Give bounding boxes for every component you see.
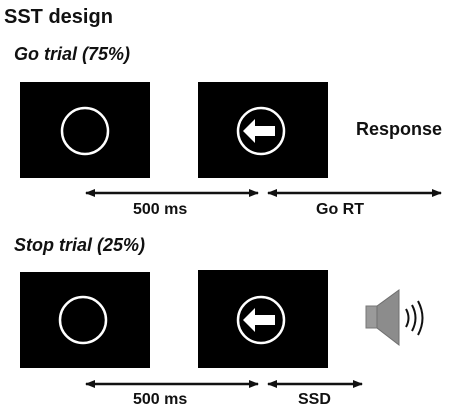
go-arrow-screen — [198, 82, 328, 178]
go-fixation-screen — [20, 82, 150, 178]
stop-trial-label: Stop trial (25%) — [14, 235, 146, 255]
diagram-title: SST design — [4, 6, 113, 28]
fixation-circle-icon — [58, 295, 108, 345]
stop-interval-2-label: SSD — [298, 391, 331, 408]
fixation-circle-icon — [60, 106, 110, 156]
stop-fixation-screen — [20, 272, 150, 368]
stop-interval-1-label: 500 ms — [133, 391, 188, 408]
speaker-sound-icon — [365, 289, 424, 347]
go-interval-1-label: 500 ms — [133, 201, 188, 218]
go-interval-2-label: Go RT — [316, 201, 364, 218]
response-label: Response — [356, 119, 443, 139]
left-arrow-go-signal-icon — [236, 295, 286, 345]
stop-arrow-screen — [198, 270, 328, 368]
go-trial-label: Go trial (75%) — [14, 44, 131, 64]
left-arrow-go-signal-icon — [236, 106, 286, 156]
